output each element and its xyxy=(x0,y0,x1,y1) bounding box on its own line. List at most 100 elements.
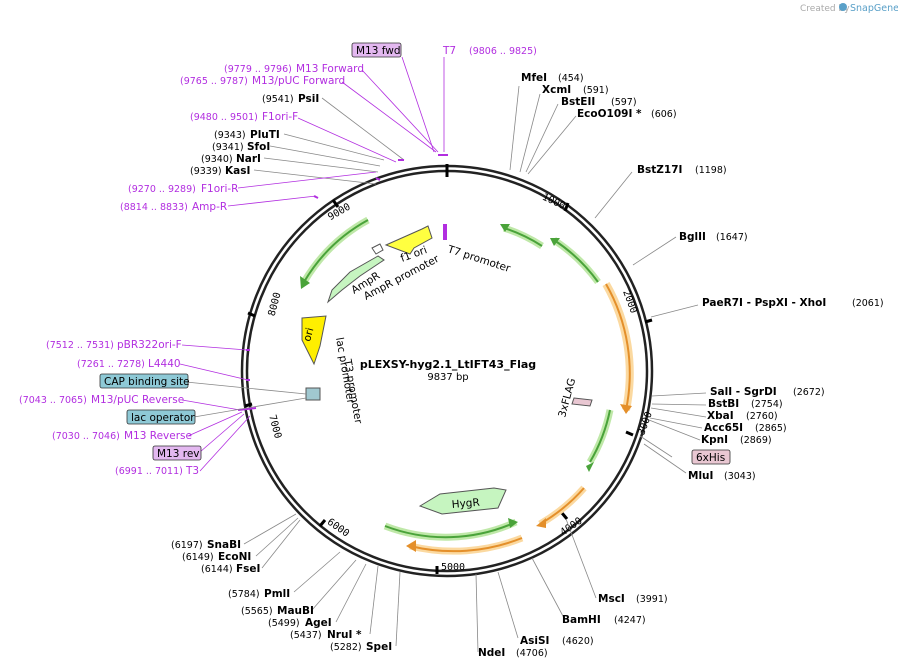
enzyme-label: AgeI xyxy=(305,617,332,629)
watermark-created-by: Created by xyxy=(800,4,850,14)
label-ori: ori xyxy=(301,326,316,342)
boxed-features: CAP binding site lac operator 6xHis xyxy=(99,373,731,465)
enzyme-label: AsiSI xyxy=(520,635,549,647)
enzyme-label: BstBI xyxy=(708,398,739,410)
primer-position: (7261 .. 7278) xyxy=(77,359,145,370)
primer-position: (9270 .. 9289) xyxy=(128,184,196,195)
arc-arrowheads xyxy=(300,224,594,528)
enzyme-label: BstEII xyxy=(561,96,595,108)
enzyme-position: (9339) xyxy=(190,166,222,177)
enzyme-position: (6197) xyxy=(171,540,203,551)
enzyme-position: (9343) xyxy=(214,130,246,141)
enzyme-position: (5282) xyxy=(330,642,362,653)
tick-1000: 1000 xyxy=(540,192,566,212)
primer-position: (7043 .. 7065) xyxy=(19,395,87,406)
primer-label: F1ori-R xyxy=(201,183,238,195)
enzyme-label: PaeR7I - PspXI - XhoI xyxy=(702,297,826,309)
primer-position: (9765 .. 9787) xyxy=(180,76,248,87)
enzyme-position: (1647) xyxy=(716,232,748,243)
enzyme-position: (1198) xyxy=(695,165,727,176)
6xhis-label: 6xHis xyxy=(696,452,725,464)
enzyme-position: (9340) xyxy=(201,154,233,165)
enzyme-label: Acc65I xyxy=(704,422,743,434)
lac-operator-block xyxy=(305,387,321,401)
enzyme-position: (3991) xyxy=(636,594,668,605)
primer-label: M13 Forward xyxy=(296,63,364,75)
3xflag-block xyxy=(571,397,593,407)
tick-marks xyxy=(244,199,653,574)
tick-8000: 8000 xyxy=(267,291,284,317)
enzyme-label: MscI xyxy=(598,593,625,605)
enzyme-label: MluI xyxy=(688,470,713,482)
enzyme-position: (4620) xyxy=(562,636,594,647)
watermark-brand: SnapGene xyxy=(850,3,898,14)
primer-label: M13 fwd xyxy=(356,45,401,57)
enzyme-position: (9341) xyxy=(212,142,244,153)
primer-box-m13-rev xyxy=(152,445,202,461)
enzyme-label: XbaI xyxy=(707,410,734,422)
primer-position: (9806 .. 9825) xyxy=(469,46,537,57)
lac-operator-label: lac operator xyxy=(131,412,195,424)
primer-position: (6991 .. 7011) xyxy=(115,466,183,477)
enzyme-position: (9541) xyxy=(262,94,294,105)
enzyme-label: EcoNI xyxy=(218,551,251,563)
arc-left-upper-line xyxy=(303,219,369,283)
enzyme-label: BamHI xyxy=(562,614,601,626)
enzyme-position: (454) xyxy=(558,73,584,84)
enzyme-label: MfeI xyxy=(521,72,547,84)
plasmid-size: 9837 bp xyxy=(427,372,468,383)
enzyme-position: (591) xyxy=(583,85,609,96)
enzyme-position: (5437) xyxy=(290,630,322,641)
enzyme-label: PmlI xyxy=(264,588,290,600)
arc-right-lower xyxy=(589,409,611,463)
primer-label: M13/pUC Reverse xyxy=(91,394,184,406)
label-t7-promoter: T7 promoter xyxy=(445,243,512,275)
primer-box-m13-fwd xyxy=(351,42,402,58)
primer-label: M13/pUC Forward xyxy=(252,75,345,87)
primer-position: (8814 .. 8833) xyxy=(120,202,188,213)
primer-label: M13 rev xyxy=(157,448,200,460)
primer-label: T3 xyxy=(185,465,199,477)
hygr-arrow xyxy=(418,487,507,515)
enzyme-label: SalI - SgrDI xyxy=(710,386,777,398)
enzyme-label: FseI xyxy=(236,563,260,575)
arc-right-orange xyxy=(605,283,631,411)
enzyme-label: PluTI xyxy=(250,129,280,141)
enzyme-position: (6144) xyxy=(201,564,233,575)
enzyme-label: NarI xyxy=(236,153,261,165)
tick-9000: 9000 xyxy=(326,202,352,224)
t7-promoter-block xyxy=(443,224,447,240)
ampr-promoter-arrow xyxy=(371,243,384,255)
enzyme-label: XcmI xyxy=(542,84,571,96)
tick-5000: 5000 xyxy=(441,562,465,573)
cap-binding-site-box xyxy=(99,373,189,389)
enzyme-label: KasI xyxy=(225,165,250,177)
enzyme-label: SnaBI xyxy=(207,539,241,551)
enzyme-label: NdeI xyxy=(478,647,505,659)
enzyme-position: (4706) xyxy=(516,648,548,659)
tick-6000: 6000 xyxy=(325,517,351,540)
ampr-arrow xyxy=(326,255,385,304)
enzyme-position: (5784) xyxy=(228,589,260,600)
leader-lac-operator xyxy=(193,397,307,418)
primer-leaders xyxy=(179,56,445,472)
ori-arrow xyxy=(301,315,327,366)
label-hygr: HygR xyxy=(451,497,480,511)
enzyme-position: (597) xyxy=(611,97,637,108)
enzyme-position: (3043) xyxy=(724,471,756,482)
primer-position: (7030 .. 7046) xyxy=(52,431,120,442)
primer-position: (9480 .. 9501) xyxy=(190,112,258,123)
enzyme-position: (5499) xyxy=(268,618,300,629)
enzyme-label: NruI * xyxy=(327,629,362,641)
primer-label: L4440 xyxy=(148,358,181,370)
enzyme-position: (2869) xyxy=(740,435,772,446)
enzyme-label: SfoI xyxy=(247,141,270,153)
tick-7000: 7000 xyxy=(266,414,283,440)
enzyme-label: BglII xyxy=(679,231,706,243)
enzyme-label: BstZ17I xyxy=(637,164,682,176)
enzyme-leaders xyxy=(243,85,707,653)
primer-label: F1ori-F xyxy=(262,111,298,123)
tick-3000: 3000 xyxy=(636,410,655,436)
enzyme-position: (5565) xyxy=(241,606,273,617)
enzyme-position: (2061) xyxy=(852,298,884,309)
